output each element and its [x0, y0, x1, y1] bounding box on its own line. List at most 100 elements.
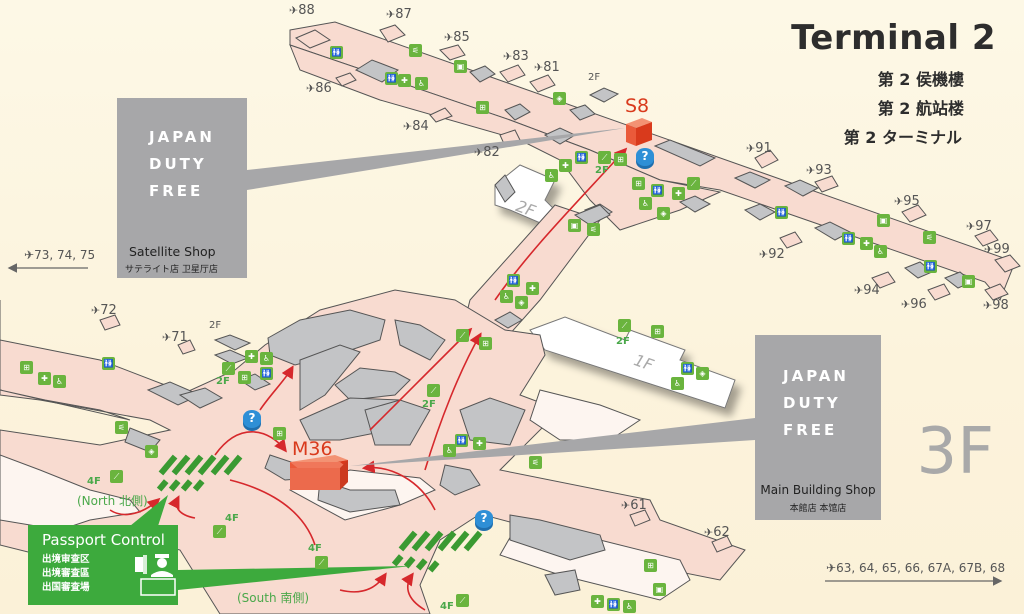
smoking-icon[interactable]: ⚟	[923, 231, 936, 244]
shop-bag-icon[interactable]: ◈	[515, 296, 528, 309]
gate-label[interactable]: ✈86	[306, 81, 332, 96]
smoking-icon[interactable]: ⚟	[587, 223, 600, 236]
shop-icon[interactable]: ⊞	[632, 177, 645, 190]
nursing-icon[interactable]: ✚	[245, 350, 258, 363]
lounge-icon[interactable]: ▣	[454, 60, 467, 73]
gate-label[interactable]: ✈81	[534, 60, 560, 75]
gate-label[interactable]: ✈88	[289, 3, 315, 18]
shop-bag-icon[interactable]: ◈	[553, 92, 566, 105]
escalator-icon[interactable]: ⟋	[315, 556, 328, 569]
accessible-icon[interactable]: ♿	[639, 197, 652, 210]
smoking-icon[interactable]: ⚟	[115, 421, 128, 434]
shop-bag-icon[interactable]: ◈	[696, 367, 709, 380]
gate-label[interactable]: ✈95	[894, 194, 920, 209]
gate-label[interactable]: ✈94	[854, 283, 880, 298]
smoking-icon[interactable]: ⚟	[529, 456, 542, 469]
shop-icon[interactable]: ⊞	[479, 337, 492, 350]
gate-label[interactable]: ✈97	[966, 219, 992, 234]
restroom-icon[interactable]: 🚻	[651, 184, 664, 197]
accessible-icon[interactable]: ♿	[260, 352, 273, 365]
shop-bag-icon[interactable]: ◈	[657, 207, 670, 220]
shop-icon[interactable]: ⊞	[614, 153, 627, 166]
nursing-icon[interactable]: ✚	[559, 159, 572, 172]
lounge-icon[interactable]: ▣	[877, 214, 890, 227]
gate-label[interactable]: ✈62	[704, 525, 730, 540]
gate-label[interactable]: ✈84	[403, 119, 429, 134]
s8-marker-label[interactable]: S8	[625, 95, 650, 117]
escalator-icon[interactable]: ⟋	[110, 470, 123, 483]
gate-label[interactable]: ✈61	[621, 498, 647, 513]
gate-label[interactable]: ✈99	[984, 242, 1010, 257]
restroom-icon[interactable]: 🚻	[681, 362, 694, 375]
shop-icon[interactable]: ⊞	[238, 371, 251, 384]
nursing-icon[interactable]: ✚	[473, 437, 486, 450]
shop-icon[interactable]: ⊞	[476, 101, 489, 114]
restroom-icon[interactable]: 🚻	[924, 260, 937, 273]
information-icon[interactable]: ?	[243, 410, 261, 428]
m36-marker-label[interactable]: M36	[292, 438, 333, 460]
escalator-icon[interactable]: ⟋	[687, 177, 700, 190]
nursing-icon[interactable]: ✚	[38, 372, 51, 385]
restroom-icon[interactable]: 🚻	[607, 598, 620, 611]
terminal-subtitle-zh-cn: 第 2 航站楼	[877, 99, 964, 118]
gate-label[interactable]: ✈72	[91, 303, 117, 318]
gate-label[interactable]: ✈93	[806, 163, 832, 178]
lounge-icon[interactable]: ▣	[568, 219, 581, 232]
main-building-shop-card[interactable]: JAPAN DUTY FREE Main Building Shop 本館店 本…	[755, 335, 881, 520]
escalator-icon[interactable]: ⟋	[213, 525, 226, 538]
shop-icon[interactable]: ⊞	[651, 325, 664, 338]
escalator-icon[interactable]: ⟋	[222, 362, 235, 375]
lounge-icon[interactable]: ▣	[962, 275, 975, 288]
gate-label[interactable]: ✈82	[474, 145, 500, 160]
escalator-icon[interactable]: ⟋	[427, 384, 440, 397]
gate-label[interactable]: ✈98	[983, 298, 1009, 313]
escalator-icon[interactable]: ⟋	[456, 594, 469, 607]
restroom-icon[interactable]: 🚻	[507, 274, 520, 287]
escalator-icon[interactable]: ⟋	[598, 151, 611, 164]
nursing-icon[interactable]: ✚	[860, 237, 873, 250]
southeast-gates-label[interactable]: ✈63, 64, 65, 66, 67A, 67B, 68	[826, 561, 1006, 575]
west-gates-label[interactable]: ✈73, 74, 75	[24, 248, 96, 262]
plane-icon: ✈	[306, 82, 316, 95]
gate-label[interactable]: ✈71	[162, 330, 188, 345]
accessible-icon[interactable]: ♿	[53, 375, 66, 388]
nursing-icon[interactable]: ✚	[398, 74, 411, 87]
escalator-icon[interactable]: ⟋	[456, 329, 469, 342]
restroom-icon[interactable]: 🚻	[575, 151, 588, 164]
gate-label[interactable]: ✈91	[746, 141, 772, 156]
restroom-icon[interactable]: 🚻	[260, 367, 273, 380]
gate-label[interactable]: ✈85	[444, 30, 470, 45]
restroom-icon[interactable]: 🚻	[775, 206, 788, 219]
gate-label[interactable]: ✈92	[759, 247, 785, 262]
accessible-icon[interactable]: ♿	[623, 600, 636, 613]
accessible-icon[interactable]: ♿	[545, 169, 558, 182]
gate-label[interactable]: ✈83	[503, 49, 529, 64]
restroom-icon[interactable]: 🚻	[842, 232, 855, 245]
gate-label[interactable]: ✈96	[901, 297, 927, 312]
information-icon[interactable]: ?	[475, 510, 493, 528]
accessible-icon[interactable]: ♿	[874, 245, 887, 258]
gate-label[interactable]: ✈87	[386, 7, 412, 22]
accessible-icon[interactable]: ♿	[415, 77, 428, 90]
accessible-icon[interactable]: ♿	[443, 444, 456, 457]
shop-icon[interactable]: ⊞	[273, 427, 286, 440]
shop-icon[interactable]: ⊞	[20, 361, 33, 374]
smoking-icon[interactable]: ⚟	[409, 44, 422, 57]
restroom-icon[interactable]: 🚻	[455, 434, 468, 447]
nursing-icon[interactable]: ✚	[591, 595, 604, 608]
restroom-icon[interactable]: 🚻	[330, 46, 343, 59]
shop-bag-icon[interactable]: ◈	[145, 445, 158, 458]
nursing-icon[interactable]: ✚	[526, 282, 539, 295]
passport-control-card[interactable]: Passport Control 出境审查区 出境審査區 出国審査場	[28, 525, 178, 605]
accessible-icon[interactable]: ♿	[671, 377, 684, 390]
nursing-icon[interactable]: ✚	[672, 187, 685, 200]
accessible-icon[interactable]: ♿	[500, 290, 513, 303]
information-icon[interactable]: ?	[636, 148, 654, 166]
shop-icon[interactable]: ⊞	[644, 559, 657, 572]
escalator-icon[interactable]: ⟋	[618, 319, 631, 332]
satellite-shop-card[interactable]: JAPAN DUTY FREE Satellite Shop サテライト店 卫星…	[117, 98, 247, 278]
lounge-icon[interactable]: ▣	[653, 583, 666, 596]
restroom-icon[interactable]: 🚻	[385, 72, 398, 85]
restroom-icon[interactable]: 🚻	[102, 357, 115, 370]
